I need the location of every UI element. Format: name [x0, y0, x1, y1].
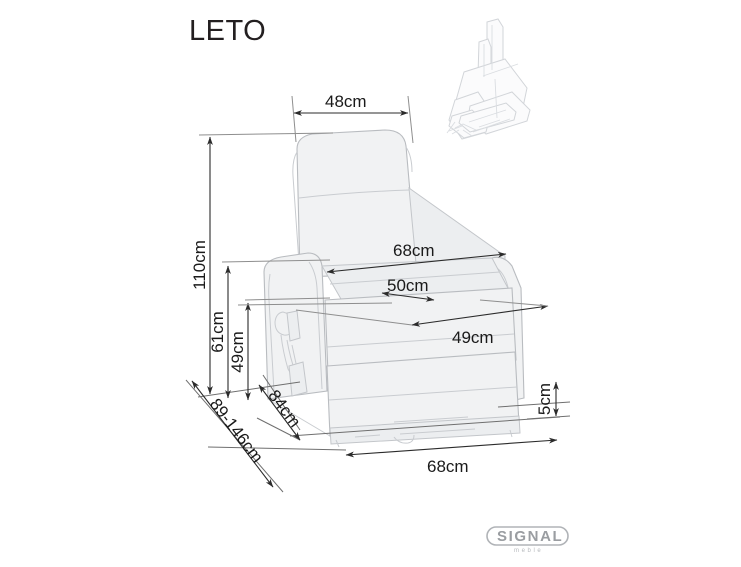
dimension-label-68cm-top: 68cm	[393, 241, 435, 260]
dimension-base-height: 5cm	[535, 381, 559, 417]
dimension-label-5cm: 5cm	[535, 383, 554, 415]
page-title: LETO	[189, 15, 266, 47]
dimension-label-49cm-height: 49cm	[228, 331, 247, 373]
dimension-total-height: 110cm	[190, 136, 213, 395]
dimension-label-50cm: 50cm	[387, 276, 429, 295]
dimension-label-48cm: 48cm	[325, 92, 367, 111]
dimension-base-width: 68cm	[345, 437, 558, 476]
dimension-label-49cm-depth: 49cm	[452, 328, 494, 347]
dimension-label-61cm: 61cm	[208, 311, 227, 353]
dimension-label-68cm-bottom: 68cm	[427, 457, 469, 476]
dimension-label-110cm: 110cm	[190, 240, 209, 290]
dimension-seat-depth: 49cm	[237, 299, 549, 347]
brand-logo-text: SIGNAL	[497, 528, 563, 545]
dimension-reclined-length: 89-146cm	[191, 380, 274, 488]
dimension-seat-width: 50cm	[381, 276, 435, 302]
dimension-seat-height: 49cm	[228, 302, 251, 401]
brand-logo: SIGNAL meble	[486, 526, 569, 554]
dimension-overall-width: 68cm	[326, 241, 507, 275]
dimension-label-89-146cm: 89-146cm	[206, 395, 267, 467]
brand-logo-subtitle: meble	[514, 548, 543, 554]
dimension-backrest-width: 48cm	[293, 92, 409, 116]
dimension-armrest-height: 61cm	[208, 265, 231, 399]
reclined-view-inset	[446, 18, 531, 140]
